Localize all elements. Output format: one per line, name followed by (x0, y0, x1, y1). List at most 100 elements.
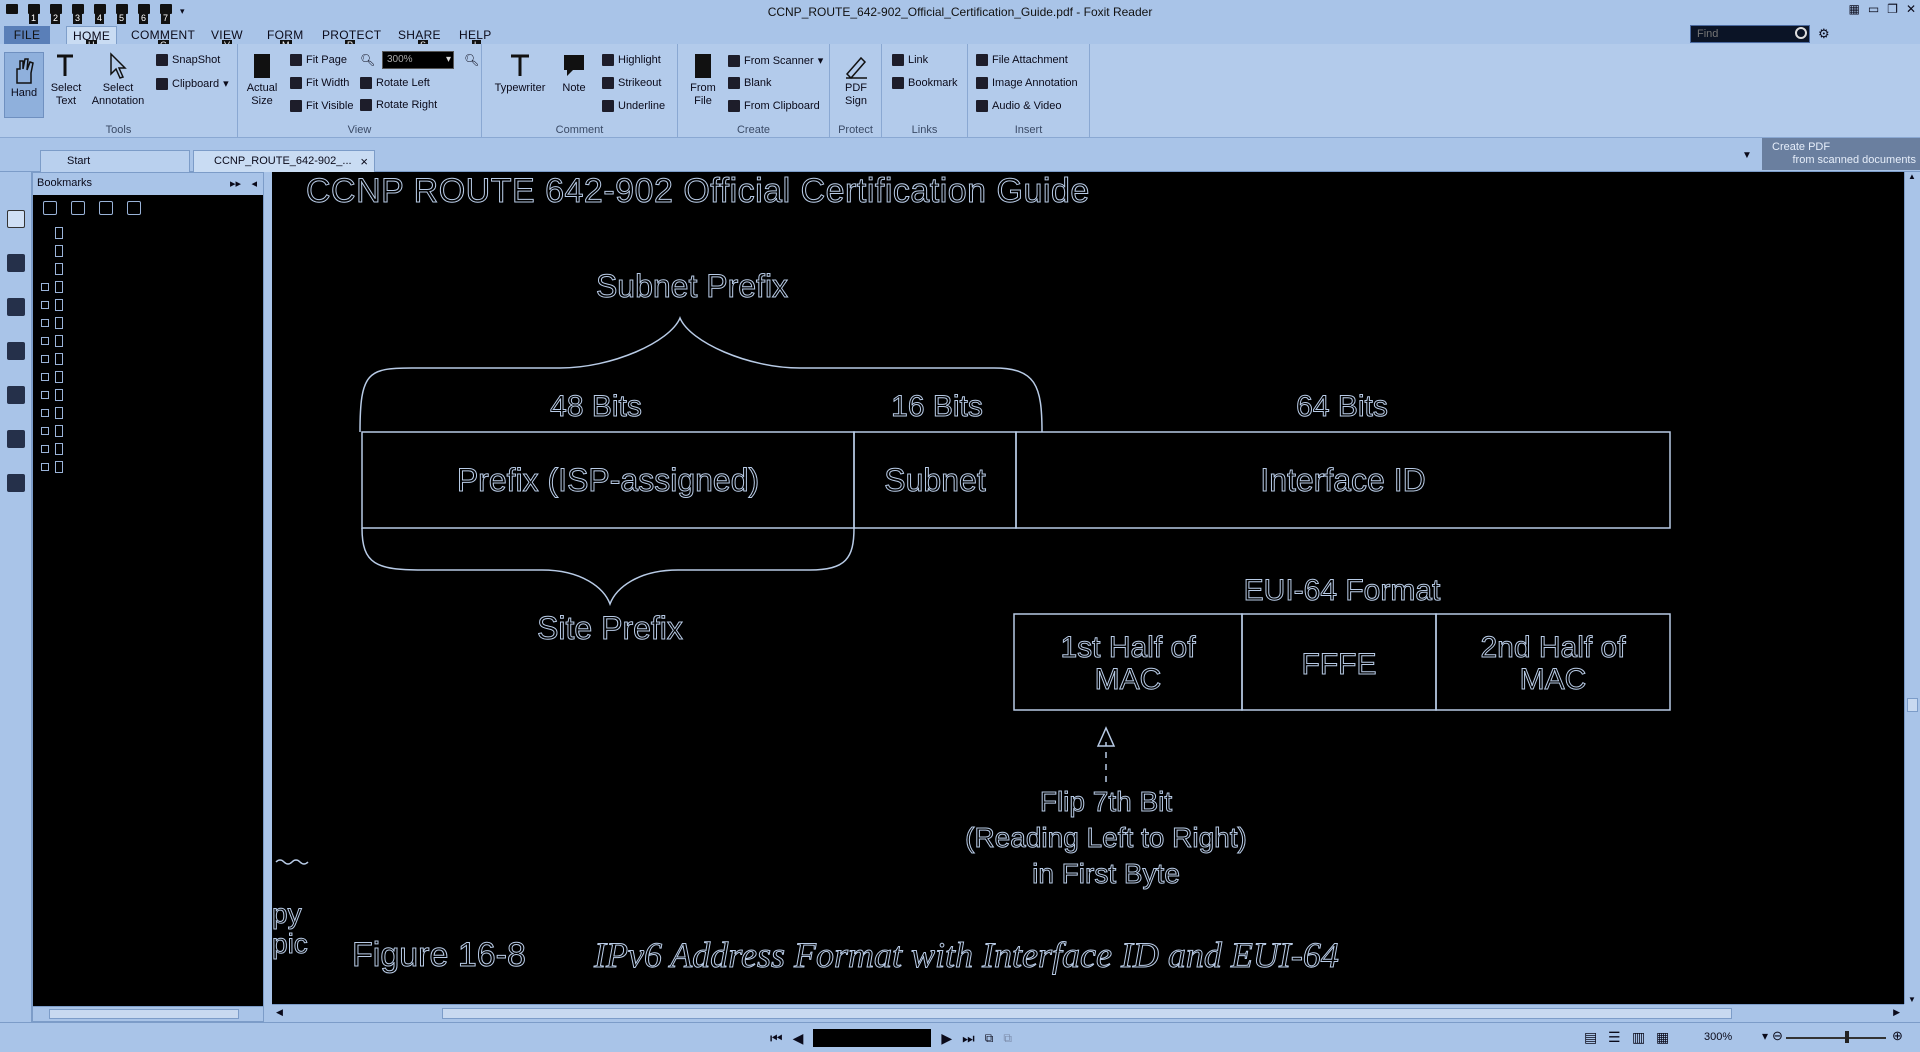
tab-view[interactable]: VIEW (211, 28, 243, 42)
expand-toggle-icon[interactable] (41, 445, 49, 453)
fit-width-button[interactable]: Fit Width (290, 77, 349, 89)
single-page-icon[interactable]: ▤ (1584, 1029, 1598, 1045)
document-viewer[interactable]: CCNP ROUTE 642-902 Official Certificatio… (272, 172, 1904, 1004)
tab-help[interactable]: HELP (459, 28, 492, 42)
last-page-icon[interactable]: ⏭ (962, 1029, 975, 1046)
tab-share[interactable]: SHARE (398, 28, 441, 42)
select-text-button[interactable]: Select Text (46, 52, 86, 108)
expand-panel-icon[interactable]: ▸▸ (229, 178, 241, 190)
tab-form[interactable]: FORM (267, 28, 304, 42)
save-icon[interactable]: 2 (48, 3, 64, 24)
rotate-right-button[interactable]: Rotate Right (360, 99, 437, 111)
scroll-thumb[interactable] (1907, 698, 1918, 712)
vertical-scrollbar[interactable]: ▲ ▼ (1904, 172, 1920, 1004)
expand-toggle-icon[interactable] (41, 283, 49, 291)
zoom-dropdown-icon[interactable]: ▾ (1762, 1029, 1769, 1043)
redo-icon[interactable]: 6 (136, 3, 152, 24)
strikeout-button[interactable]: Strikeout (602, 77, 661, 89)
next-page-icon[interactable]: ▶ (941, 1029, 953, 1046)
pages-panel-icon[interactable] (7, 254, 25, 272)
page-number-input[interactable] (813, 1029, 932, 1047)
zoom-out-icon[interactable]: ⊖ (1772, 1028, 1783, 1043)
tab-start[interactable]: Start (40, 150, 190, 172)
zoom-select[interactable]: 300%▾ (382, 51, 454, 69)
zoom-in-icon[interactable]: ⊕ (1892, 1028, 1903, 1043)
tab-home[interactable]: HOME (66, 26, 118, 45)
bookmarks-panel-icon[interactable] (7, 210, 25, 228)
expand-toggle-icon[interactable] (41, 355, 49, 363)
gear-icon[interactable]: ⚙ (1818, 26, 1830, 41)
signatures-panel-icon[interactable] (7, 474, 25, 492)
attachments-panel-icon[interactable] (7, 386, 25, 404)
layout-icon[interactable]: ▦ (1848, 2, 1860, 16)
scroll-up-icon[interactable]: ▲ (1908, 172, 1916, 181)
email-icon[interactable]: 4 (92, 3, 108, 24)
from-clipboard-button[interactable]: From Clipboard (728, 100, 820, 112)
typewriter-button[interactable]: Typewriter (494, 52, 546, 95)
scroll-thumb[interactable] (49, 1009, 239, 1019)
continuous-facing-icon[interactable]: ▦ (1656, 1029, 1670, 1045)
expand-toggle-icon[interactable] (41, 337, 49, 345)
facing-page-icon[interactable]: ▥ (1632, 1029, 1646, 1045)
fit-visible-button[interactable]: Fit Visible (290, 100, 353, 112)
highlight-button[interactable]: Highlight (602, 54, 661, 66)
scroll-left-icon[interactable]: ◀ (276, 1007, 283, 1017)
expand-toggle-icon[interactable] (41, 319, 49, 327)
expand-bookmark-icon[interactable] (43, 201, 57, 215)
tab-document[interactable]: CCNP_ROUTE_642-902_... × (193, 150, 375, 172)
minimize-icon[interactable]: ▭ (1867, 2, 1880, 16)
from-file-button[interactable]: From File (686, 52, 720, 108)
tab-protect[interactable]: PROTECT (322, 28, 381, 42)
layers-panel-icon[interactable] (7, 298, 25, 316)
expand-toggle-icon[interactable] (41, 301, 49, 309)
collapse-panel-icon[interactable]: ◂ (251, 178, 257, 190)
from-scanner-button[interactable]: From Scanner▾ (728, 54, 823, 67)
link-button[interactable]: Link (892, 54, 928, 66)
expand-toggle-icon[interactable] (41, 427, 49, 435)
note-button[interactable]: Note (554, 52, 594, 95)
bookmark-button[interactable]: Bookmark (892, 77, 958, 89)
blank-button[interactable]: Blank (728, 77, 772, 89)
lock-icon[interactable]: 7 (158, 3, 174, 24)
collapse-bookmark-icon[interactable] (71, 201, 85, 215)
next-view-icon[interactable]: ⧉ (1003, 1030, 1012, 1045)
pdf-sign-button[interactable]: PDF Sign (836, 52, 876, 108)
first-page-icon[interactable]: ⏮ (770, 1029, 783, 1046)
previous-page-icon[interactable]: ◀ (792, 1029, 804, 1046)
customize-dropdown-icon[interactable]: ▾ (180, 5, 185, 16)
security-panel-icon[interactable] (7, 430, 25, 448)
previous-view-icon[interactable]: ⧉ (984, 1030, 994, 1045)
scroll-down-icon[interactable]: ▼ (1908, 995, 1916, 1004)
horizontal-scrollbar[interactable]: ◀ ▶ (272, 1004, 1904, 1022)
close-icon[interactable]: ✕ (1905, 2, 1916, 16)
search-icon[interactable] (1795, 27, 1807, 39)
actual-size-button[interactable]: Actual Size (244, 52, 280, 108)
hand-button[interactable]: Hand (4, 52, 44, 118)
tab-comment[interactable]: COMMENT (131, 28, 195, 42)
create-pdf-banner[interactable]: Create PDF from scanned documents (1762, 138, 1920, 170)
print-icon[interactable]: 3 (70, 3, 86, 24)
tab-file[interactable]: FILE (4, 26, 50, 44)
bookmarks-horizontal-scrollbar[interactable] (32, 1006, 264, 1022)
zoom-slider-handle[interactable] (1845, 1031, 1849, 1043)
file-attachment-button[interactable]: File Attachment (976, 54, 1068, 66)
expand-toggle-icon[interactable] (41, 391, 49, 399)
add-bookmark-icon[interactable] (99, 201, 113, 215)
comments-panel-icon[interactable] (7, 342, 25, 360)
snapshot-button[interactable]: SnapShot (156, 54, 220, 66)
select-annotation-button[interactable]: Select Annotation (88, 52, 148, 108)
fit-page-button[interactable]: Fit Page (290, 54, 347, 66)
scroll-thumb[interactable] (442, 1008, 1732, 1019)
expand-toggle-icon[interactable] (41, 409, 49, 417)
continuous-page-icon[interactable]: ☰ (1608, 1029, 1621, 1045)
find-input[interactable] (1690, 25, 1810, 43)
undo-icon[interactable]: 5 (114, 3, 130, 24)
audio-video-button[interactable]: Audio & Video (976, 100, 1062, 112)
expand-toggle-icon[interactable] (41, 373, 49, 381)
delete-bookmark-icon[interactable] (127, 201, 141, 215)
zoom-out-icon[interactable]: 🔍︎ (360, 53, 376, 67)
clipboard-button[interactable]: Clipboard▾ (156, 77, 229, 90)
underline-button[interactable]: Underline (602, 100, 665, 112)
open-icon[interactable]: 1 (26, 3, 42, 24)
zoom-in-icon[interactable]: 🔍︎ (464, 53, 480, 67)
